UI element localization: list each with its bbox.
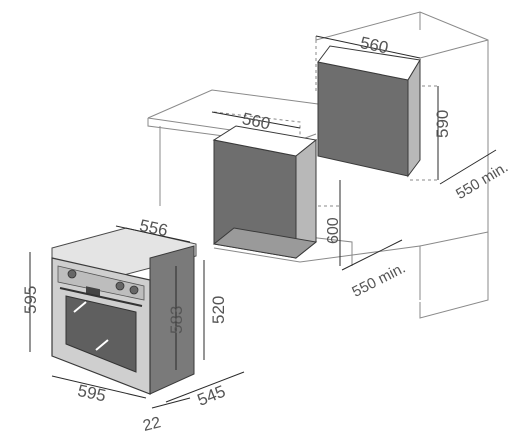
column-niche [317,45,421,178]
oven-height-label: 595 [21,286,40,314]
column-niche-depth-label: 550 min. [453,159,511,203]
dimension-lines-niches [211,35,497,271]
body-height-label: 583 [167,306,186,334]
door-thickness-label: 22 [141,414,162,435]
undercounter-niche-height-label: 600 [325,217,342,244]
undercounter-niche-depth-label: 550 min. [349,260,408,301]
column-niche-height-label: 590 [433,110,452,138]
front-height-label: 520 [209,296,228,324]
cabinet-line-drawing [147,11,489,319]
undercounter-niche [212,125,318,260]
oven [51,227,197,395]
oven-width-label: 595 [76,381,108,405]
dimension-lines-oven [29,225,245,409]
body-depth-label: 545 [195,382,228,410]
